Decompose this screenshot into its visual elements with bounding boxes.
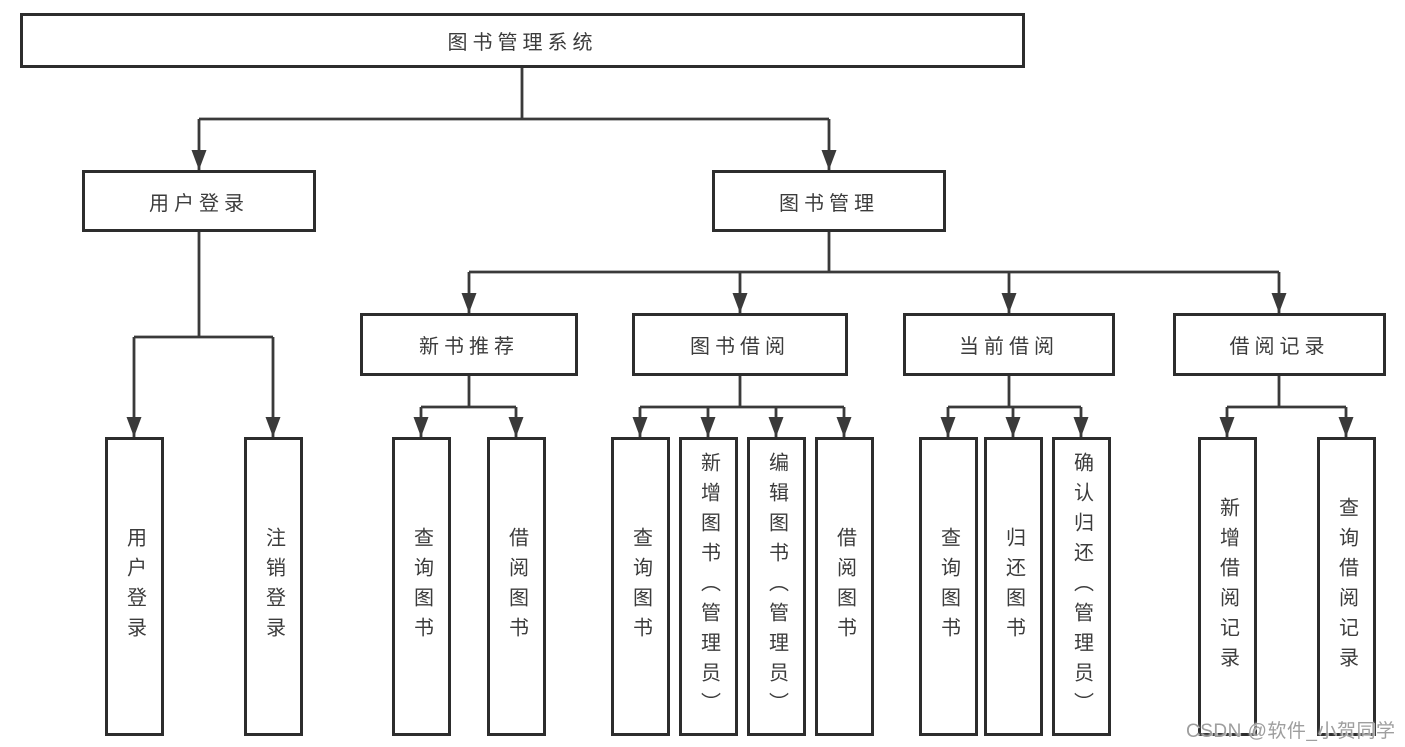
node-new-book-recommendation: 新书推荐 [360, 313, 578, 376]
leaf-borrow-books-borrowing-label: 借阅图书 [833, 526, 856, 647]
node-user-login-label: 用户登录 [149, 192, 249, 215]
leaf-borrow-books-recommend: 借阅图书 [487, 437, 546, 736]
node-current-borrowing: 当前借阅 [903, 313, 1115, 376]
leaf-query-borrow-record-label: 查询借阅记录 [1335, 496, 1358, 677]
node-root-label: 图书管理系统 [447, 32, 598, 54]
leaf-query-books-borrowing-label: 查询图书 [629, 526, 652, 647]
leaf-query-books-recommend-label: 查询图书 [410, 526, 433, 647]
wire-root-to-level2 [191, 68, 837, 170]
leaf-query-books-recommend: 查询图书 [392, 437, 451, 736]
node-book-management: 图书管理 [712, 170, 946, 232]
leaf-confirm-return-admin: 确认归还（管理员） [1052, 437, 1111, 736]
leaf-query-books-current: 查询图书 [919, 437, 978, 736]
leaf-edit-books-admin-label: 编辑图书（管理员） [765, 451, 788, 722]
leaf-return-books: 归还图书 [984, 437, 1043, 736]
leaf-add-books-admin: 新增图书（管理员） [679, 437, 738, 736]
leaf-add-borrow-record-label: 新增借阅记录 [1216, 496, 1239, 677]
leaf-user-login-label: 用户登录 [123, 526, 146, 647]
leaf-return-books-label: 归还图书 [1002, 526, 1025, 647]
node-new-book-recommendation-label: 新书推荐 [419, 336, 519, 358]
leaf-query-borrow-record: 查询借阅记录 [1317, 437, 1376, 736]
node-book-borrowing-label: 图书借阅 [690, 336, 790, 358]
leaf-logout: 注销登录 [244, 437, 303, 736]
leaf-add-books-admin-label: 新增图书（管理员） [697, 451, 720, 722]
wire-user-login-children [126, 232, 281, 437]
node-current-borrowing-label: 当前借阅 [959, 336, 1059, 358]
leaf-query-books-borrowing: 查询图书 [611, 437, 670, 736]
node-book-borrowing: 图书借阅 [632, 313, 848, 376]
wire-book-management-to-level3 [461, 232, 1287, 313]
csdn-watermark: CSDN @软件_小贺同学 [1186, 721, 1396, 742]
node-borrowing-records-label: 借阅记录 [1229, 336, 1330, 358]
leaf-add-borrow-record: 新增借阅记录 [1198, 437, 1257, 736]
leaf-borrow-books-borrowing: 借阅图书 [815, 437, 874, 736]
node-borrowing-records: 借阅记录 [1173, 313, 1386, 376]
leaf-borrow-books-recommend-label: 借阅图书 [505, 526, 528, 647]
leaf-query-books-current-label: 查询图书 [937, 526, 960, 647]
node-user-login: 用户登录 [82, 170, 316, 232]
leaf-user-login: 用户登录 [105, 437, 164, 736]
leaf-confirm-return-admin-label: 确认归还（管理员） [1070, 451, 1093, 722]
leaf-edit-books-admin: 编辑图书（管理员） [747, 437, 806, 736]
wire-level3-children [413, 376, 1354, 437]
node-root: 图书管理系统 [20, 13, 1025, 68]
leaf-logout-label: 注销登录 [262, 526, 285, 647]
node-book-management-label: 图书管理 [779, 192, 879, 215]
